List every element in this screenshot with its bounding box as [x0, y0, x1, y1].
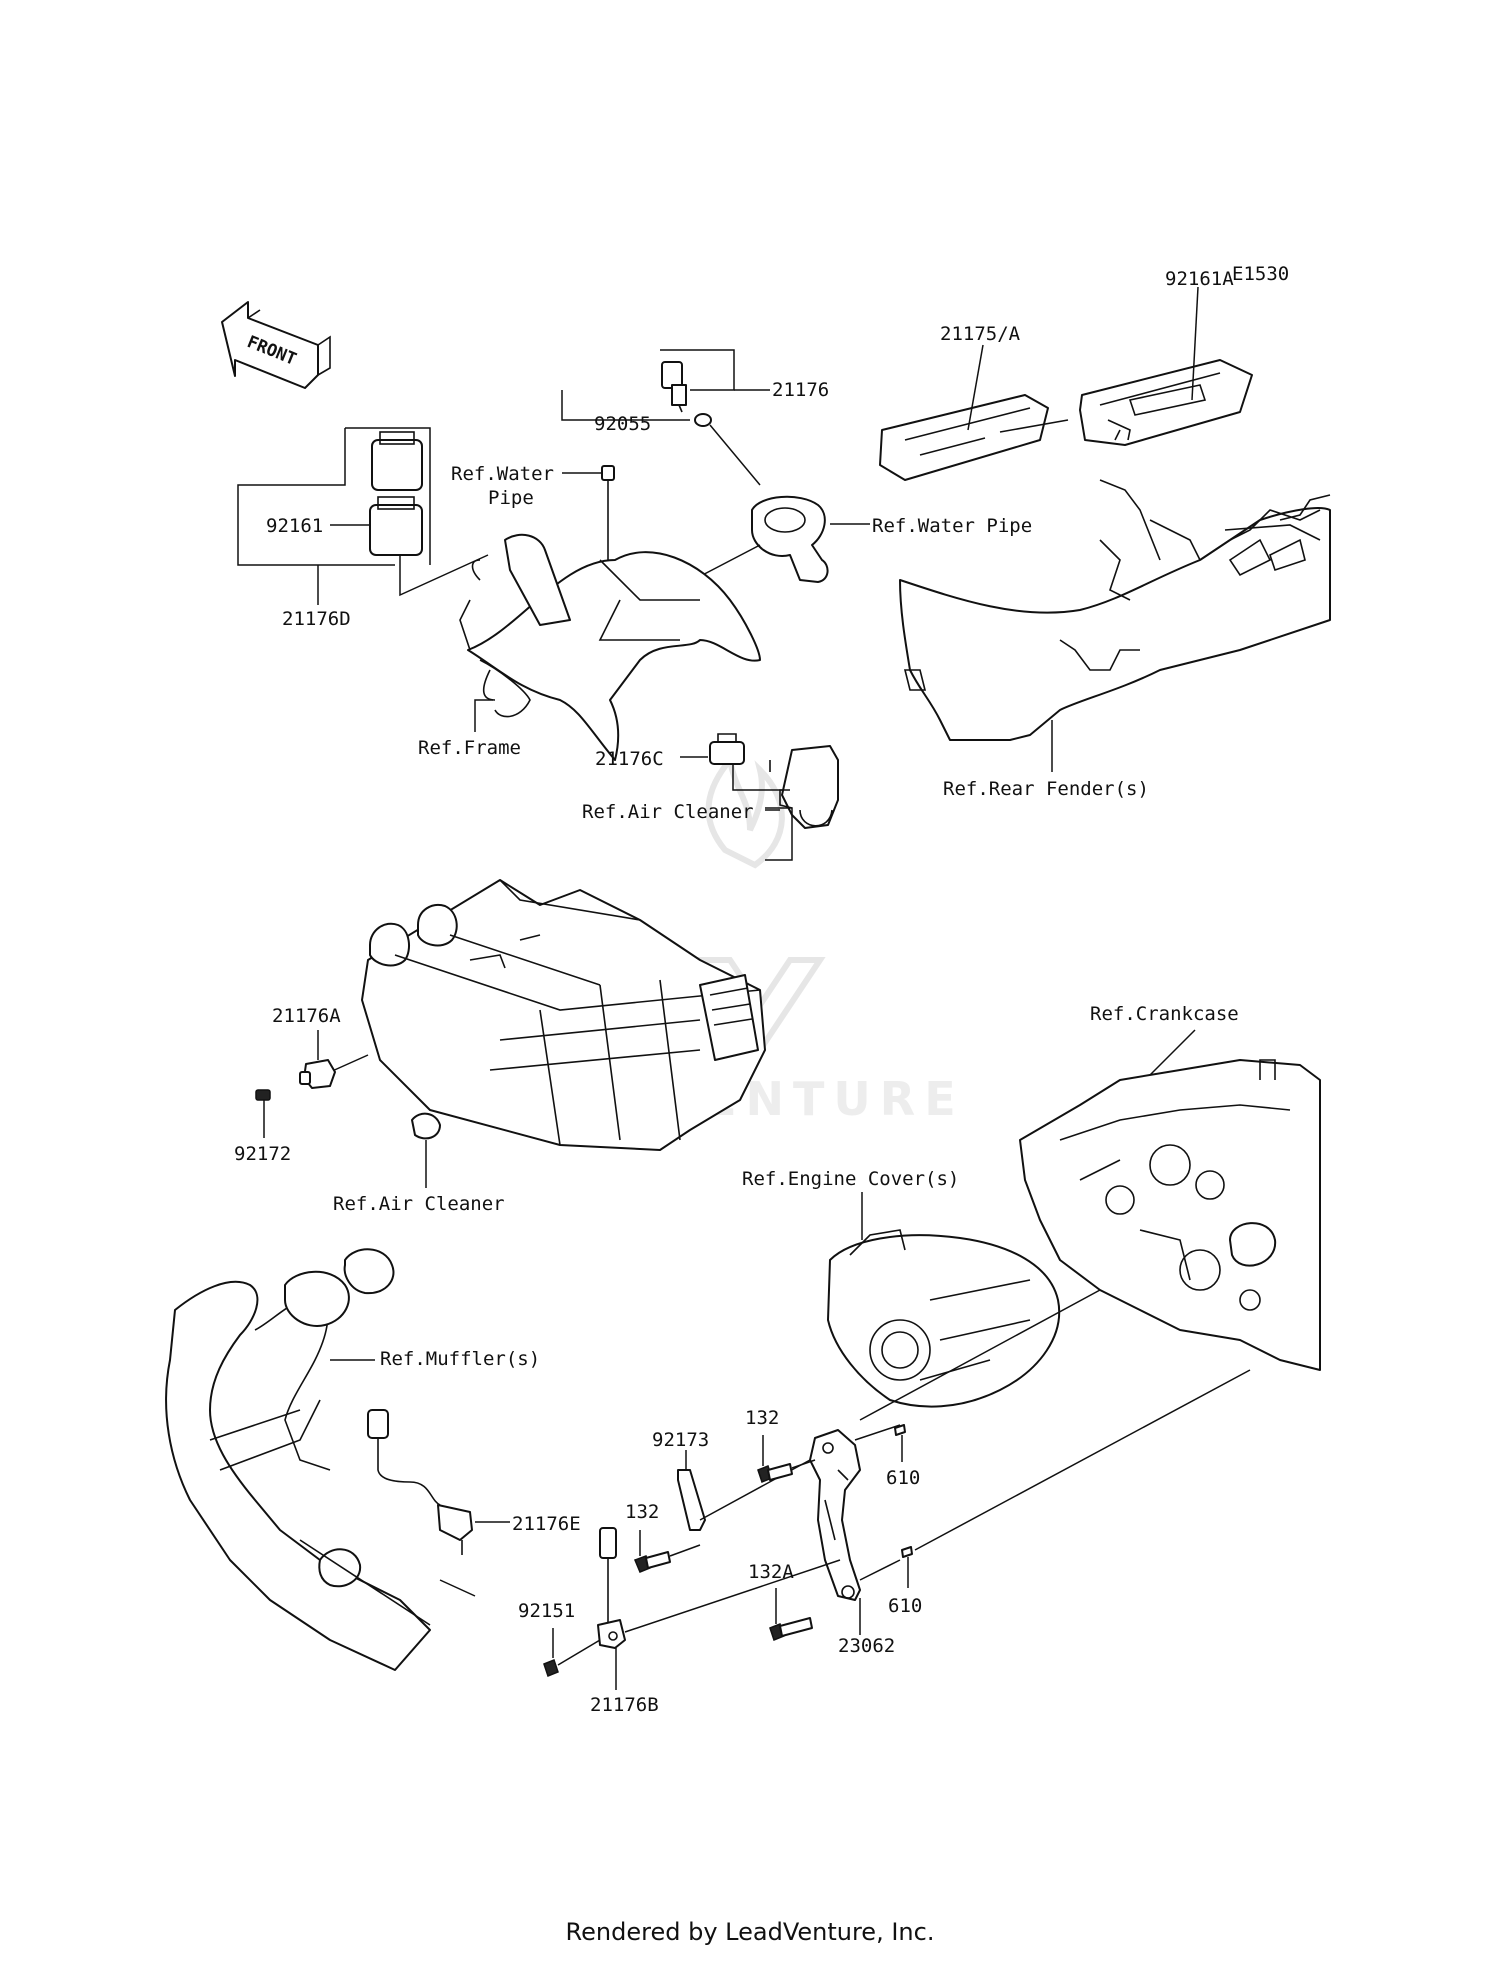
clamp-92173: [677, 1450, 811, 1531]
label-21176D: 21176D: [282, 608, 351, 630]
label-92173: 92173: [652, 1429, 709, 1451]
bolt-132-mid: [634, 1530, 701, 1573]
muffler-pipe: [165, 1248, 431, 1671]
relay-upper: [371, 439, 423, 491]
air-cleaner-fitting: [765, 745, 839, 861]
label-ref-water-pipe-1: Ref.Water: [451, 463, 554, 485]
label-ref-water-pipe-1b: Pipe: [488, 487, 534, 509]
ecu-bracket-92161A: [1079, 286, 1253, 446]
reference-line-lower: [914, 1369, 1251, 1551]
relay-92161: [369, 504, 423, 556]
label-92055: 92055: [594, 413, 651, 435]
ecu-21175A: [879, 344, 1069, 481]
relay-group-21176D: [237, 427, 489, 605]
label-132A: 132A: [748, 1561, 794, 1583]
label-610-bottom: 610: [888, 1595, 922, 1617]
screw-92172: [255, 1089, 271, 1101]
frame-member: [459, 533, 761, 761]
engine-cover: [827, 1192, 1061, 1408]
gasket-92055: [694, 413, 712, 427]
sensor-21176A: [255, 1030, 336, 1138]
label-21176: 21176: [772, 379, 829, 401]
label-610-top: 610: [886, 1467, 920, 1489]
label-ref-crankcase: Ref.Crankcase: [1090, 1003, 1239, 1025]
label-21176B: 21176B: [590, 1694, 659, 1716]
bracket-23062: [809, 1424, 901, 1635]
label-ref-frame: Ref.Frame: [418, 737, 521, 759]
label-92151: 92151: [518, 1600, 575, 1622]
sensor-21176B: [543, 1527, 841, 1690]
screw-92151: [543, 1659, 559, 1677]
label-21176E: 21176E: [512, 1513, 581, 1535]
label-21176C: 21176C: [595, 748, 664, 770]
label-ref-air-cleaner-2: Ref.Air Cleaner: [333, 1193, 505, 1215]
label-92172: 92172: [234, 1143, 291, 1165]
label-23062: 23062: [838, 1635, 895, 1657]
label-ref-engine-cover: Ref.Engine Cover(s): [742, 1168, 959, 1190]
label-21175A: 21175/A: [940, 323, 1021, 345]
water-pipe-bolt: [562, 465, 615, 560]
label-132-top: 132: [745, 1407, 779, 1429]
pin-610-bottom: [901, 1546, 913, 1588]
label-132-mid: 132: [625, 1501, 659, 1523]
label-92161A: 92161A: [1165, 268, 1234, 290]
front-arrow-icon: FRONT: [221, 301, 331, 389]
label-ref-muffler: Ref.Muffler(s): [380, 1348, 540, 1370]
sensor-21176: [561, 349, 770, 486]
footer-text: Rendered by LeadVenture, Inc.: [565, 1918, 935, 1946]
sensor-21176E: [367, 1409, 510, 1597]
bolt-132-top: [757, 1435, 816, 1483]
label-92161: 92161: [266, 515, 323, 537]
diagram-code: E1530: [1232, 263, 1289, 285]
label-ref-water-pipe-2: Ref.Water Pipe: [872, 515, 1032, 537]
label-21176A: 21176A: [272, 1005, 341, 1027]
reference-line-upper: [859, 1289, 1101, 1421]
air-cleaner-box: [329, 879, 766, 1188]
crankcase: [1019, 1029, 1321, 1371]
label-ref-air-cleaner-1: Ref.Air Cleaner: [582, 801, 754, 823]
label-ref-rear-fender: Ref.Rear Fender(s): [943, 778, 1149, 800]
bolt-132A: [769, 1588, 813, 1641]
pin-610-top: [894, 1424, 906, 1462]
rear-fender: [899, 479, 1331, 772]
